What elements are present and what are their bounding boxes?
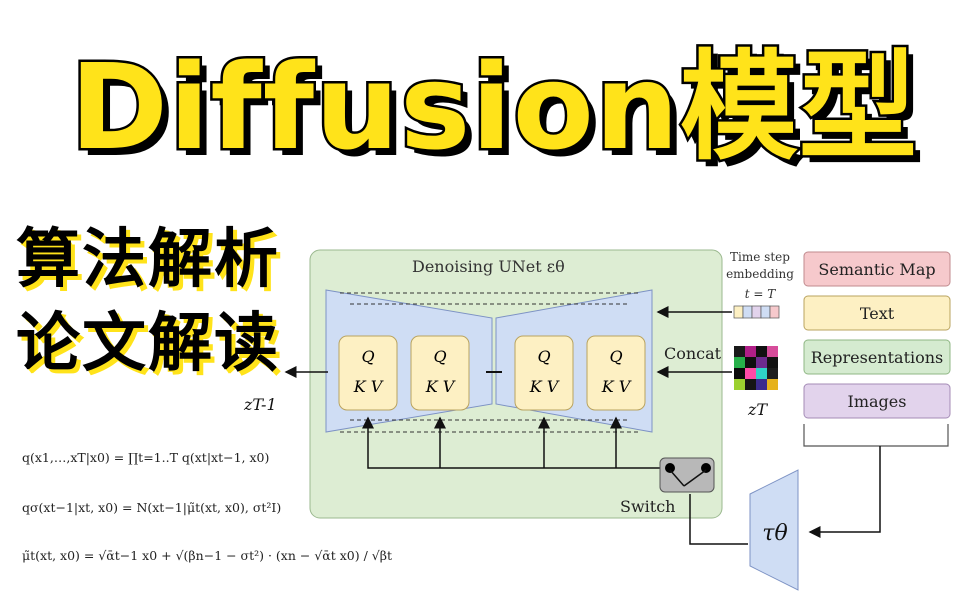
timestep-label-2: embedding	[726, 267, 794, 281]
subtitle-paper: 论文解读	[16, 307, 280, 381]
timestep-label-1: Time step	[730, 250, 790, 264]
formula-forward-process: q(x1,…,xT|x0) = ∏t=1..T q(xt|xt−1, x0)	[22, 450, 270, 465]
svg-text:Semantic Map: Semantic Map	[818, 260, 935, 279]
tau-encoder	[749, 469, 799, 591]
tau-label: τθ	[762, 521, 787, 546]
svg-text:K V: K V	[353, 377, 384, 396]
timestep-eq: t = T	[745, 287, 777, 301]
qkv-block-2: Q K V	[410, 335, 470, 411]
condition-semantic-map: Semantic Map	[803, 251, 951, 287]
svg-text:K V: K V	[425, 377, 456, 396]
svg-text:Q: Q	[361, 347, 374, 366]
switch-label: Switch	[620, 497, 675, 516]
svg-text:Text: Text	[860, 304, 895, 323]
svg-text:Q: Q	[433, 347, 446, 366]
svg-text:Q: Q	[537, 347, 550, 366]
zT-label: zT	[747, 400, 768, 419]
formula-mean: μ̃t(xt, x0) = √ᾱt−1 x0 + √(βn−1 − σt²) ·…	[22, 548, 392, 563]
condition-text: Text	[803, 295, 951, 331]
condition-images: Images	[803, 383, 951, 419]
page-title: Diffusion模型	[68, 38, 920, 176]
concat-label: Concat	[664, 344, 722, 363]
qkv-block-1: Q K V	[338, 335, 398, 411]
formula-reverse-process: qσ(xt−1|xt, x0) = N(xt−1|μ̃t(xt, x0), σt…	[22, 500, 282, 515]
zT-1-label: zT-1	[243, 395, 277, 414]
svg-text:K V: K V	[601, 377, 632, 396]
svg-text:Representations: Representations	[811, 348, 944, 367]
qkv-block-4: Q K V	[586, 335, 646, 411]
svg-text:Q: Q	[609, 347, 622, 366]
condition-representations: Representations	[803, 339, 951, 375]
svg-text:Images: Images	[848, 392, 907, 411]
switch-block	[659, 457, 715, 493]
timestep-embedding-bar	[733, 305, 780, 319]
subtitle-algorithm: 算法解析	[16, 223, 280, 297]
svg-text:K V: K V	[529, 377, 560, 396]
unet-label: Denoising UNet εθ	[412, 257, 565, 276]
latent-zT-image	[734, 346, 778, 390]
qkv-block-3: Q K V	[514, 335, 574, 411]
